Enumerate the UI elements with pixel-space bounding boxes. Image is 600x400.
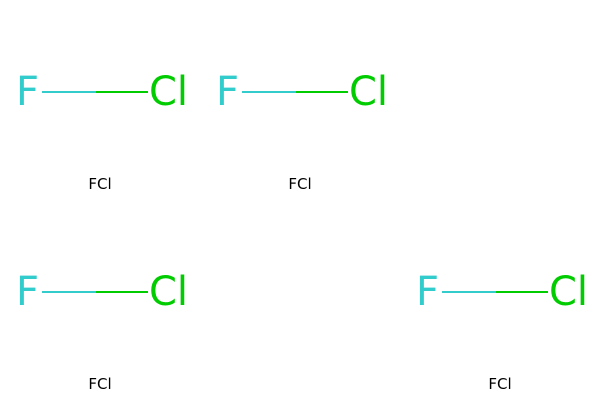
atom-label-cl: Cl bbox=[349, 69, 388, 115]
atom-label-f: F bbox=[16, 269, 39, 315]
formula-label: FCl bbox=[288, 175, 312, 193]
molecule-drawing: F Cl bbox=[16, 269, 188, 315]
molecule-drawing: F Cl bbox=[416, 269, 588, 315]
atom-label-cl: Cl bbox=[149, 69, 188, 115]
molecule-drawing: F Cl bbox=[216, 69, 388, 115]
molecule-cell: F Cl FCl bbox=[400, 200, 600, 400]
molecule-cell: F Cl FCl bbox=[0, 200, 200, 400]
molecule-cell: F Cl FCl bbox=[0, 0, 200, 200]
molecule-drawing: F Cl bbox=[16, 69, 188, 115]
atom-label-cl: Cl bbox=[549, 269, 588, 315]
atom-label-f: F bbox=[416, 269, 439, 315]
molecule-cell: F Cl FCl bbox=[200, 0, 400, 200]
formula-label: FCl bbox=[88, 375, 112, 393]
atom-label-f: F bbox=[16, 69, 39, 115]
atom-label-cl: Cl bbox=[149, 269, 188, 315]
atom-label-f: F bbox=[216, 69, 239, 115]
formula-label: FCl bbox=[488, 375, 512, 393]
formula-label: FCl bbox=[88, 175, 112, 193]
